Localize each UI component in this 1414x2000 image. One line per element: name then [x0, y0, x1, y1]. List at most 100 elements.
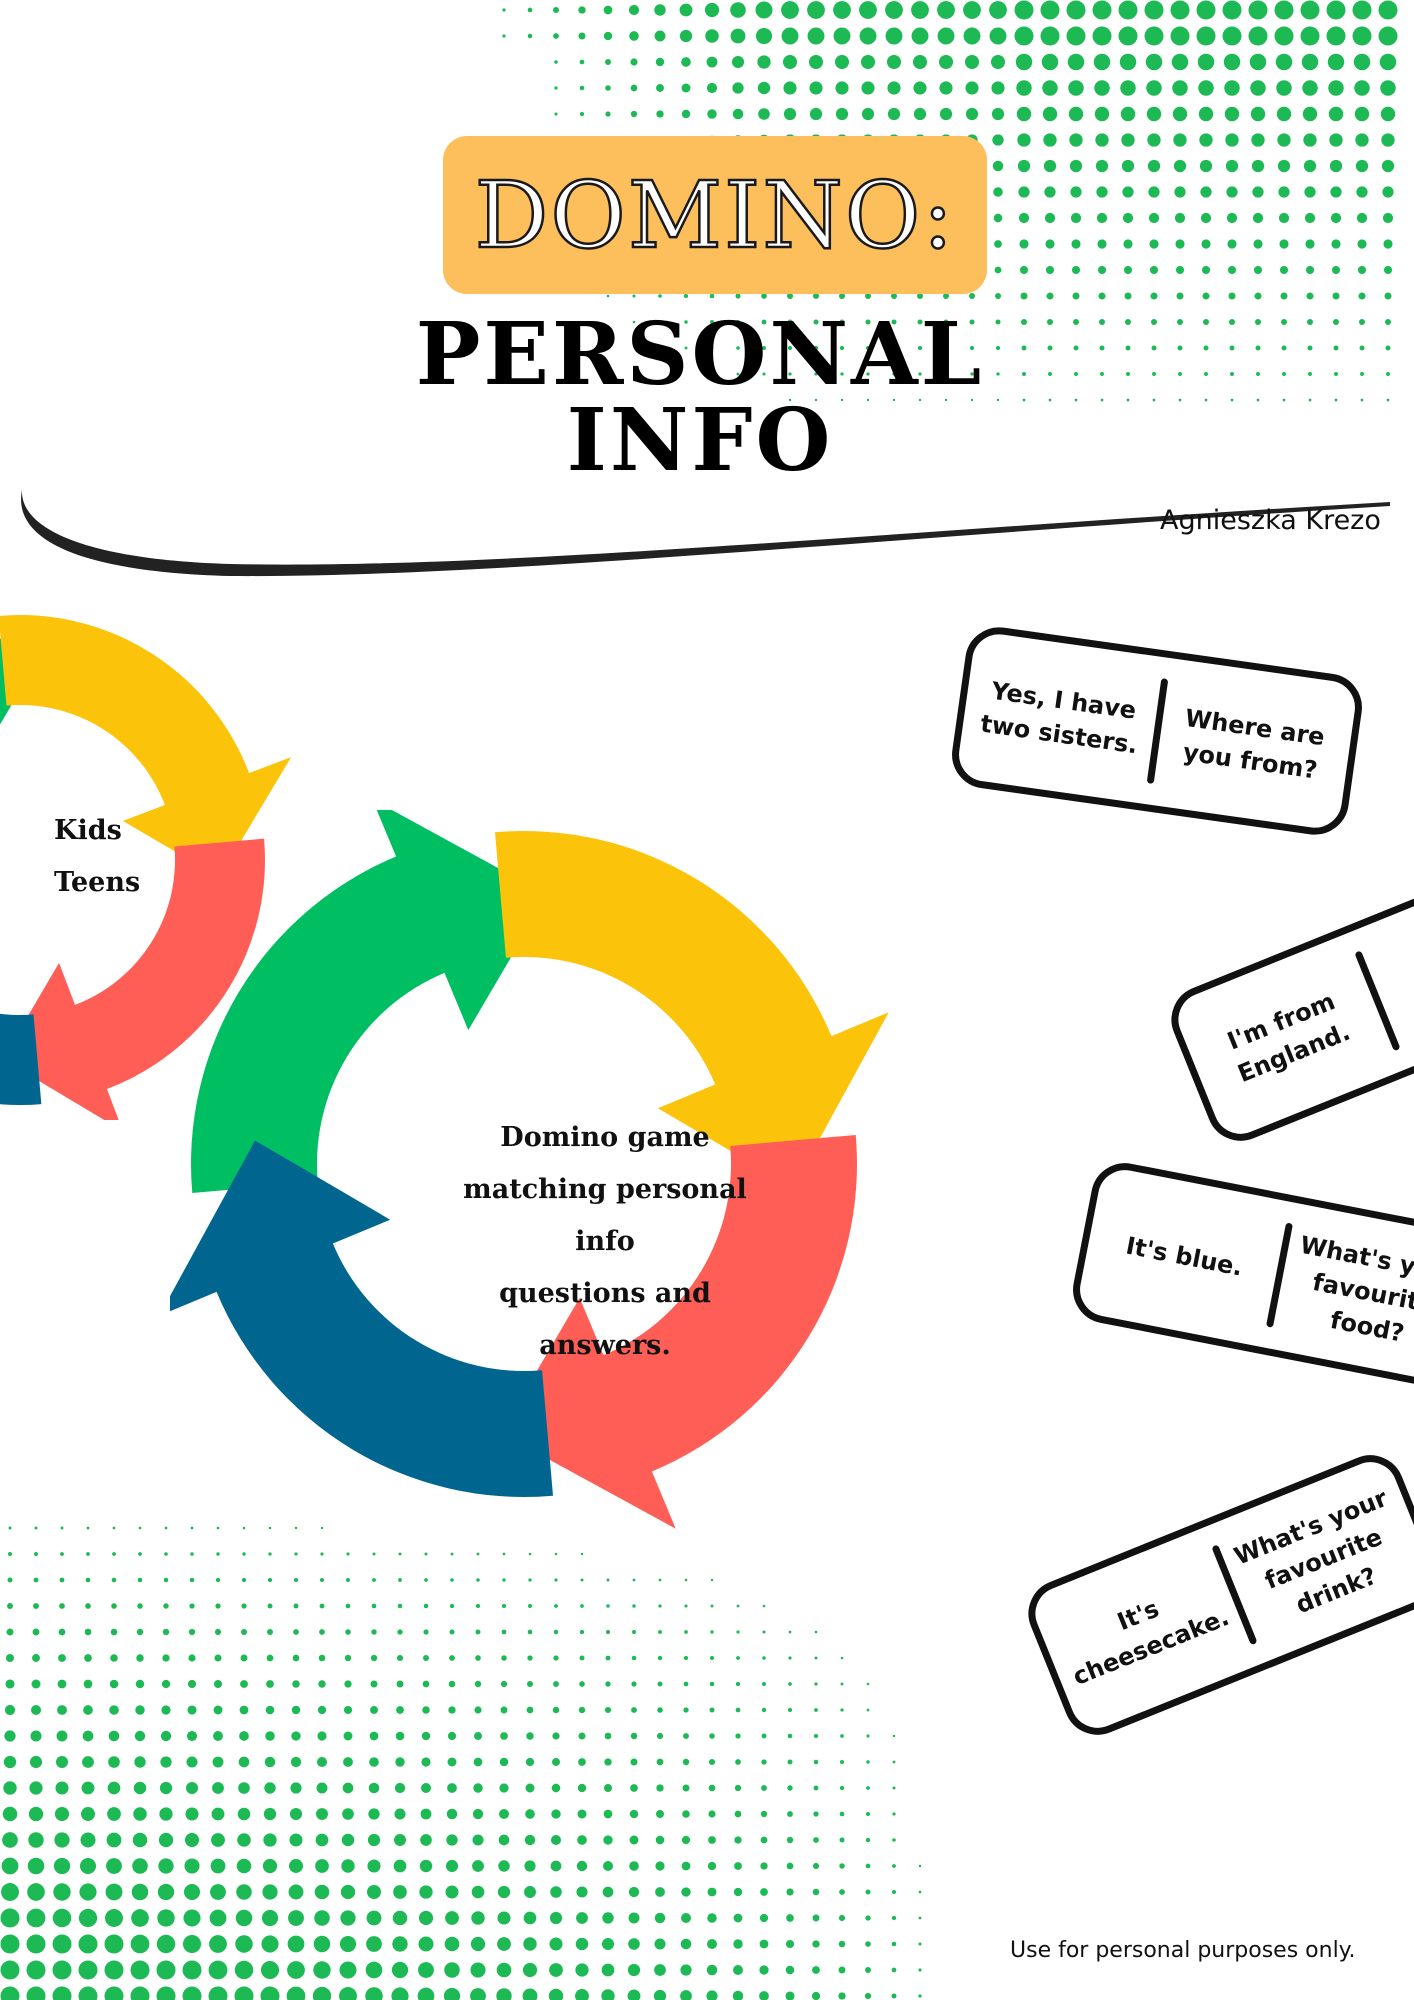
halftone-dot — [1122, 212, 1134, 224]
halftone-dot — [781, 27, 799, 45]
halftone-dot — [161, 1705, 171, 1715]
halftone-dot — [83, 1705, 93, 1715]
halftone-dot — [287, 1961, 305, 1979]
halftone-dot — [995, 293, 1001, 299]
halftone-dot — [655, 1861, 665, 1871]
halftone-dot — [943, 345, 949, 351]
halftone-dot — [1353, 53, 1371, 71]
halftone-dot — [501, 1655, 507, 1661]
halftone-dot — [395, 1757, 405, 1767]
halftone-dot — [549, 1963, 563, 1977]
halftone-dot — [709, 1733, 715, 1739]
halftone-dot — [1384, 292, 1392, 300]
halftone-dot — [631, 1629, 637, 1635]
halftone-dot — [498, 1860, 510, 1872]
halftone-dot — [787, 1733, 793, 1739]
halftone-dot — [553, 1681, 559, 1687]
halftone-dot — [549, 1911, 563, 1925]
halftone-dot — [1020, 292, 1028, 300]
halftone-dot — [500, 1706, 508, 1714]
halftone-dot — [1099, 319, 1105, 325]
halftone-dot — [1354, 80, 1370, 96]
halftone-dot — [104, 1960, 124, 1980]
halftone-dot — [339, 1961, 357, 1979]
audience-teens: Teens — [54, 867, 141, 898]
halftone-dot — [263, 1807, 277, 1821]
halftone-dot — [1125, 345, 1131, 351]
halftone-dot — [1251, 133, 1265, 147]
halftone-dot — [448, 1706, 456, 1714]
halftone-dot — [1126, 372, 1130, 376]
description-line: Domino game — [500, 1122, 710, 1153]
halftone-dot — [683, 1733, 689, 1739]
halftone-dot — [397, 1629, 403, 1635]
halftone-dot — [788, 1682, 792, 1686]
halftone-dot — [341, 1833, 355, 1847]
halftone-dot — [260, 1960, 280, 1980]
halftone-dot — [524, 1886, 536, 1898]
halftone-dot — [995, 345, 1001, 351]
arrow-green — [191, 810, 548, 1194]
halftone-dot — [472, 1834, 484, 1846]
halftone-dot — [59, 1603, 65, 1609]
halftone-dot — [215, 1603, 221, 1609]
halftone-dot — [1253, 265, 1263, 275]
halftone-dot — [1016, 106, 1032, 122]
halftone-dot — [709, 1681, 715, 1687]
halftone-dot — [130, 1986, 150, 2000]
halftone-dot — [1173, 159, 1187, 173]
arrow-blue — [0, 1013, 42, 1105]
halftone-dot — [1093, 53, 1111, 71]
halftone-dot — [993, 187, 1003, 197]
halftone-dot — [1144, 26, 1164, 46]
halftone-dot — [706, 1964, 718, 1976]
halftone-dot — [370, 1706, 378, 1714]
halftone-dot — [262, 1884, 278, 1900]
halftone-dot — [418, 1910, 434, 1926]
halftone-dot — [1382, 212, 1394, 224]
halftone-dot — [786, 1836, 794, 1844]
halftone-dot — [1281, 319, 1287, 325]
halftone-dot — [1380, 106, 1396, 122]
halftone-dot — [213, 1679, 223, 1689]
halftone-dot — [736, 372, 740, 376]
halftone-dot — [554, 1578, 558, 1582]
halftone-dot — [969, 319, 975, 325]
halftone-dot — [367, 1859, 381, 1873]
halftone-dot — [840, 372, 844, 376]
halftone-dot — [991, 81, 1005, 95]
halftone-dot — [944, 372, 948, 376]
halftone-dot — [237, 1833, 251, 1847]
halftone-dot — [864, 1992, 872, 2000]
halftone-dot — [654, 30, 666, 42]
halftone-dot — [133, 1807, 147, 1821]
halftone-dot — [814, 1656, 818, 1660]
halftone-dot — [1282, 398, 1286, 402]
halftone-dot — [131, 1883, 149, 1901]
halftone-dot — [242, 1526, 246, 1530]
halftone-dot — [866, 398, 870, 402]
halftone-dot — [56, 1730, 68, 1742]
halftone-dot — [658, 320, 662, 324]
halftone-dot — [523, 1911, 537, 1925]
halftone-dot — [137, 1603, 143, 1609]
halftone-dot — [1300, 26, 1320, 46]
halftone-dot — [186, 1730, 198, 1742]
halftone-dot — [499, 1783, 509, 1793]
halftone-dot — [601, 1963, 615, 1977]
halftone-dot — [242, 1552, 246, 1556]
halftone-dot — [0, 1960, 20, 1980]
halftone-dot — [185, 1781, 199, 1795]
description-line: questions and — [499, 1278, 711, 1309]
domino-tile: Yes, I have two sisters. Where are you f… — [947, 622, 1367, 840]
halftone-dot — [398, 1552, 402, 1556]
halftone-dot — [344, 1680, 352, 1688]
halftone-dot — [943, 319, 949, 325]
halftone-dot — [704, 2, 720, 18]
halftone-dot — [239, 1705, 249, 1715]
halftone-dot — [839, 1863, 845, 1869]
halftone-dot — [736, 1604, 740, 1608]
halftone-dot — [1197, 53, 1215, 71]
halftone-dot — [240, 1680, 248, 1688]
halftone-dot — [236, 1858, 252, 1874]
